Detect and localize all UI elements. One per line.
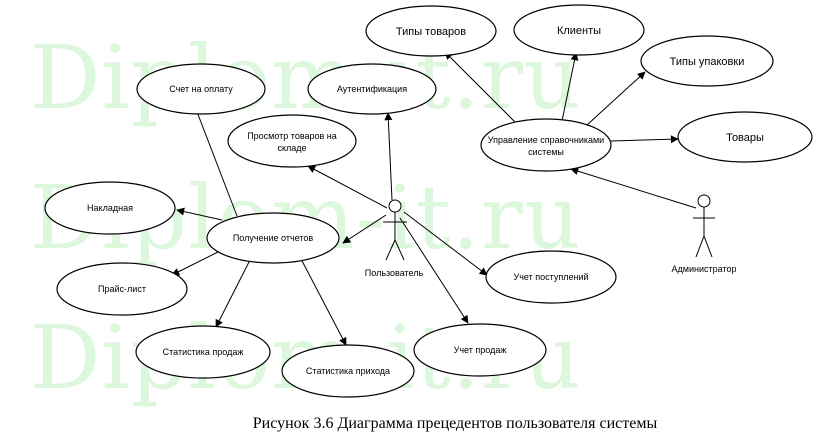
edge-user-get-reports xyxy=(342,214,387,244)
use-case-get-reports: Получение отчетов xyxy=(206,212,340,264)
use-case-label: Клиенты xyxy=(557,25,601,37)
use-case-sales-acct: Учет продаж xyxy=(413,323,547,377)
edge-user-authentication xyxy=(384,112,393,201)
watermark-line-1: Diplom-it.ru xyxy=(30,26,582,129)
edge-manage-types-goods xyxy=(444,51,518,125)
figure-caption: Рисунок 3.6 Диаграмма прецедентов пользо… xyxy=(253,415,658,432)
use-case-goods: Товары xyxy=(677,111,813,163)
edge-manage-clients xyxy=(561,52,579,122)
use-case-label: Получение отчетов xyxy=(233,233,314,243)
edge-manage-packaging xyxy=(586,71,646,126)
actor-figure-icon xyxy=(383,199,407,261)
actor-admin: Администратор xyxy=(672,194,737,274)
use-case-price-list: Прайс-лист xyxy=(56,262,188,316)
edge-reports-invoice xyxy=(192,103,238,217)
use-case-packaging-types: Типы упаковки xyxy=(640,35,774,87)
use-case-label-line-2: складе xyxy=(277,143,306,153)
use-case-label: Накладная xyxy=(87,203,133,213)
use-case-label: Статистика продаж xyxy=(163,347,244,357)
use-case-label: Прайс-лист xyxy=(98,284,146,294)
actor-user: Пользователь xyxy=(365,199,424,278)
use-case-label: Статистика прихода xyxy=(306,366,390,376)
edge-user-income-acct xyxy=(403,211,488,276)
use-case-income-acct: Учет поступлений xyxy=(485,250,617,304)
use-case-types-goods: Типы товаров xyxy=(365,5,497,57)
use-case-invoice: Счет на оплату xyxy=(136,63,266,115)
edge-admin-manage xyxy=(570,167,697,209)
use-case-label: Типы упаковки xyxy=(670,56,745,68)
use-case-view-stock: Просмотр товаров на складе xyxy=(227,114,357,168)
edge-reports-waybill xyxy=(176,207,223,221)
use-case-sales-stats: Статистика продаж xyxy=(135,325,271,379)
edge-manage-goods xyxy=(610,135,679,144)
edge-reports-price-list xyxy=(171,251,219,276)
use-case-clients: Клиенты xyxy=(513,4,645,56)
use-case-label: Товары xyxy=(726,132,764,144)
use-case-label-line-1: Управление справочниками xyxy=(488,135,604,145)
actor-figure-icon xyxy=(693,194,715,258)
edge-user-sales-acct xyxy=(399,217,469,324)
edge-user-view-stock xyxy=(307,165,388,209)
actor-label: Администратор xyxy=(672,264,737,274)
use-case-waybill: Накладная xyxy=(44,181,176,235)
actor-label: Пользователь xyxy=(365,268,424,278)
use-case-label: Аутентификация xyxy=(337,84,407,94)
use-case-label-line-1: Просмотр товаров на xyxy=(247,131,337,141)
use-case-income-stats: Статистика прихода xyxy=(281,344,415,398)
edge-reports-income-stats xyxy=(299,256,347,346)
use-case-label: Учет поступлений xyxy=(514,272,589,282)
use-case-label-line-2: системы xyxy=(528,147,564,157)
use-case-authentication: Аутентификация xyxy=(307,63,437,115)
use-case-label: Счет на оплату xyxy=(169,84,233,94)
use-case-manage-refs: Управление справочниками системы xyxy=(480,118,612,172)
edge-reports-sales-stats xyxy=(215,259,251,328)
use-case-label: Учет продаж xyxy=(454,345,507,355)
connectors xyxy=(171,51,697,346)
use-case-label: Типы товаров xyxy=(396,26,466,38)
